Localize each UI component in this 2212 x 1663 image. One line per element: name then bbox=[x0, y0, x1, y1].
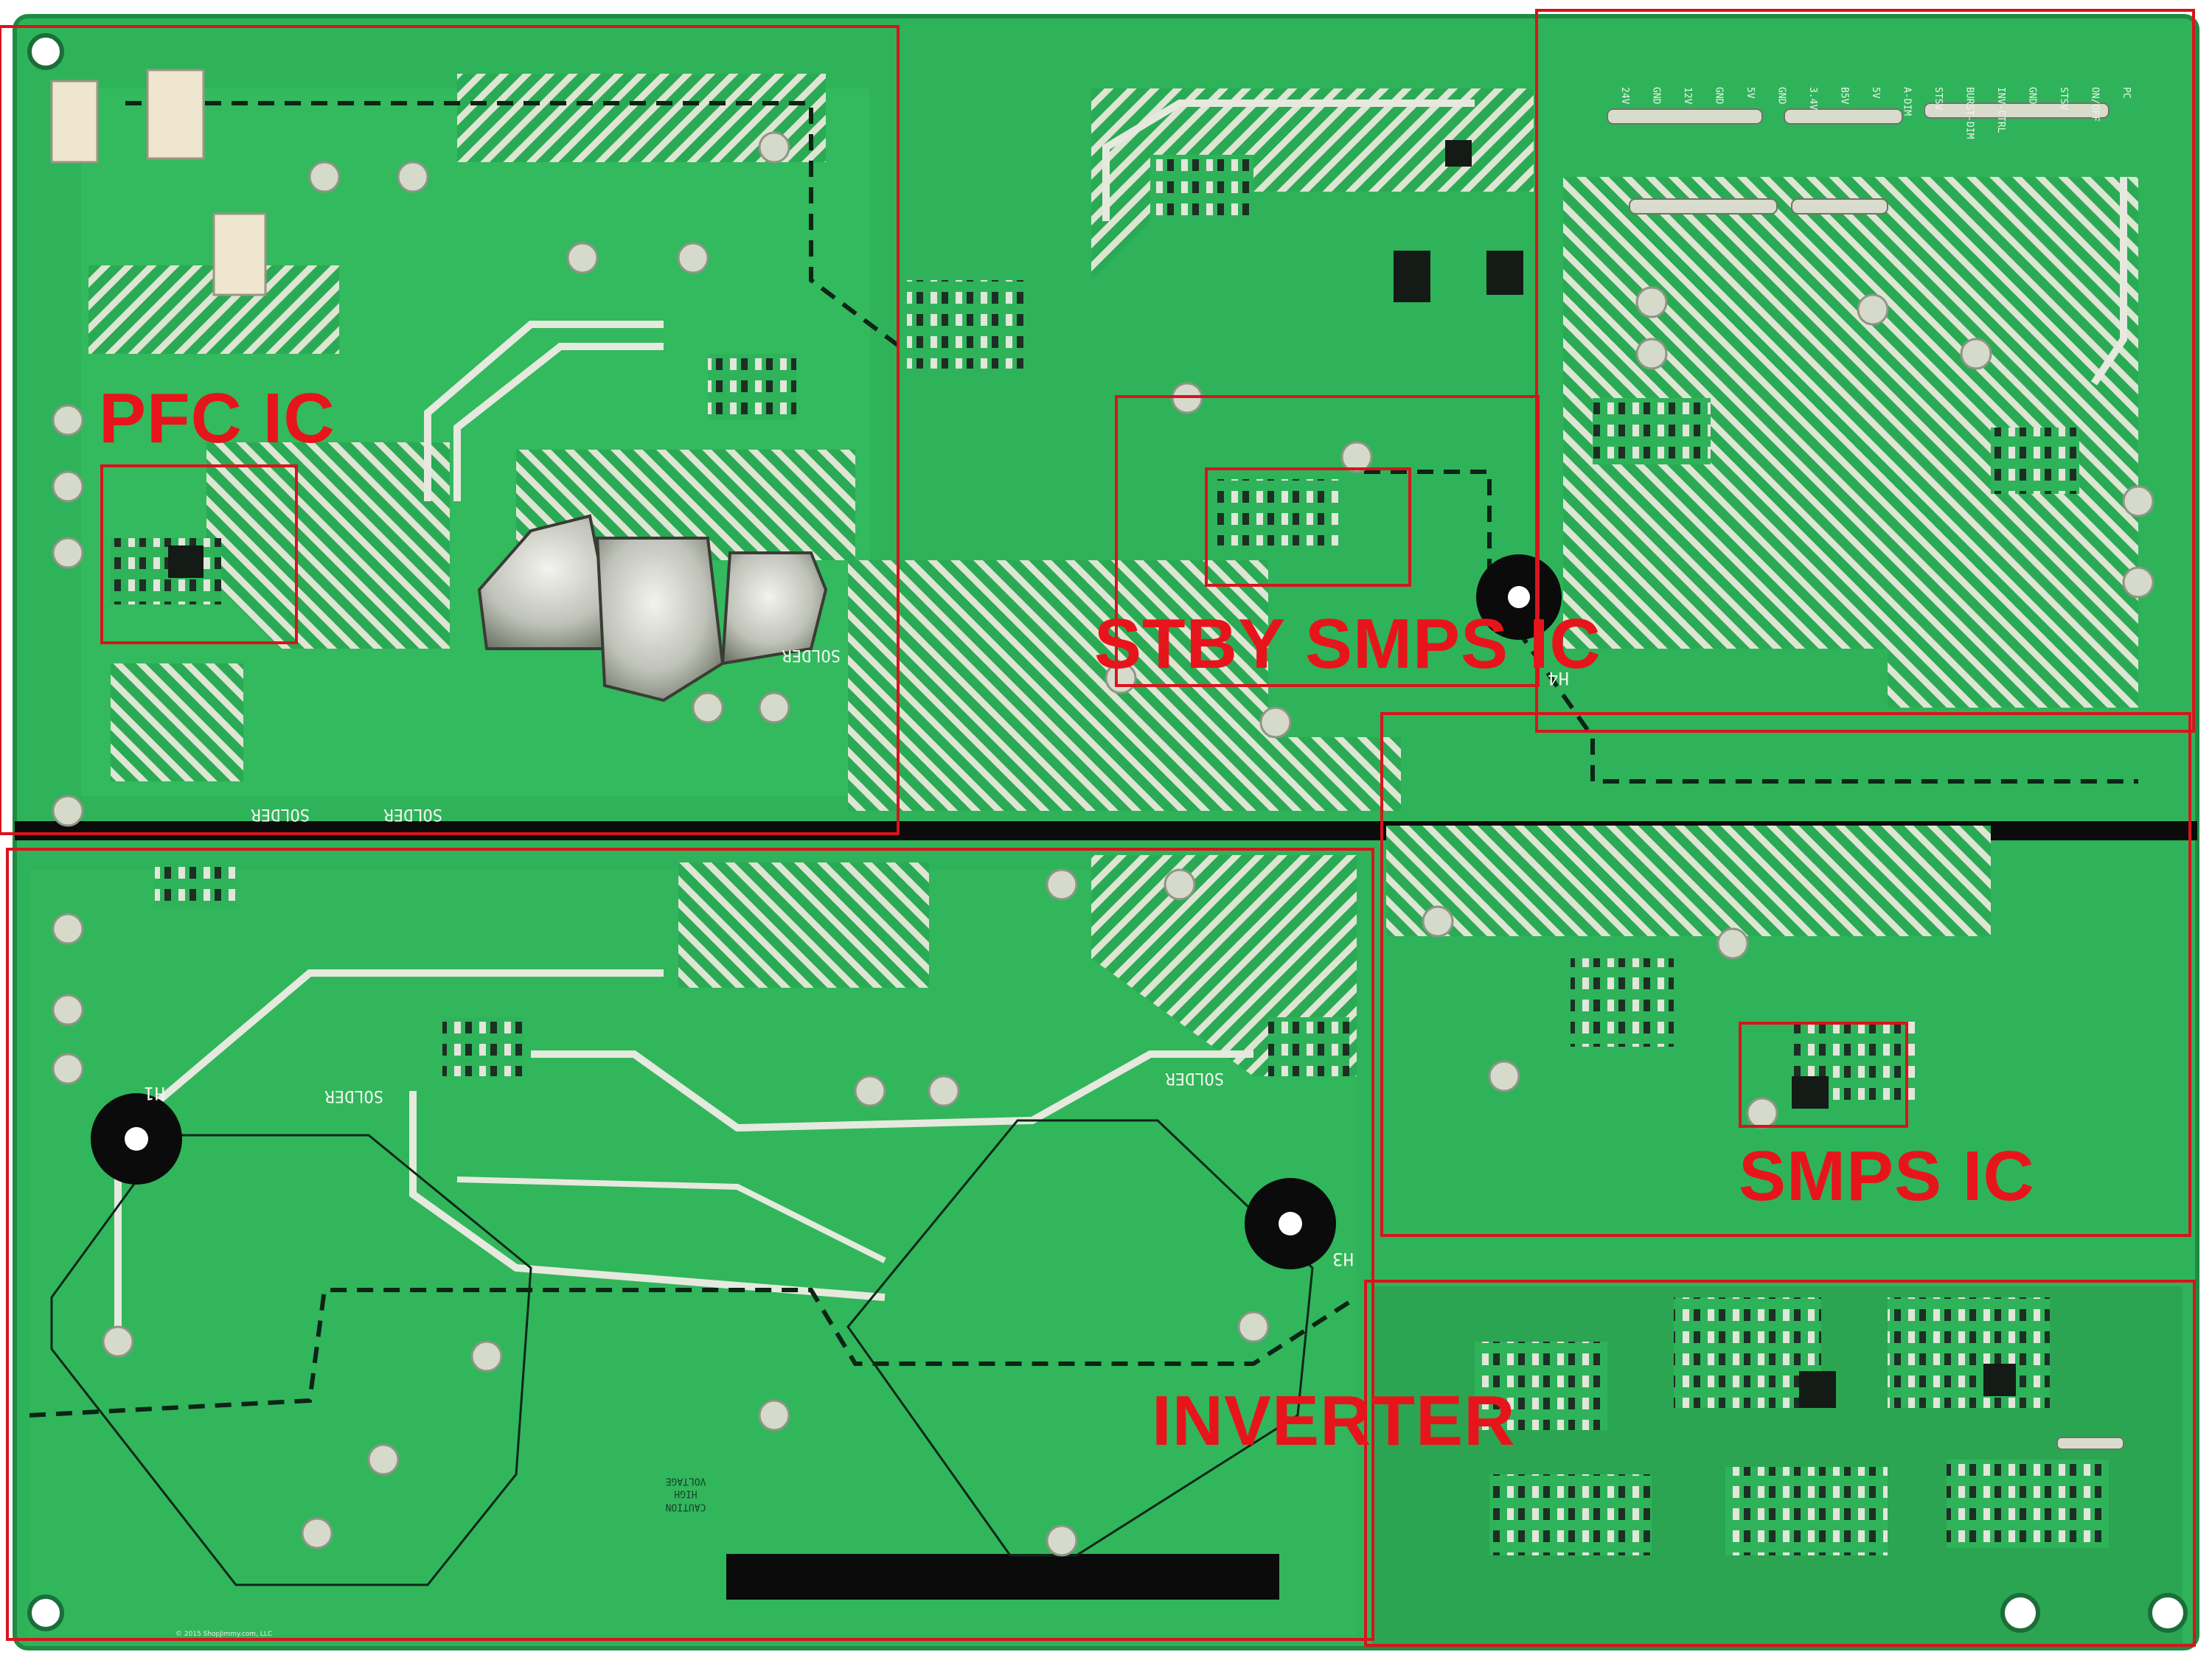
solder-mark: SOLDER bbox=[251, 805, 310, 823]
caution-line-1: CAUTION bbox=[665, 1501, 706, 1513]
dashed-boundary-2 bbox=[1364, 470, 2138, 784]
transformer-outline-left bbox=[50, 1134, 532, 1586]
hole-label: H3 bbox=[1332, 1249, 1354, 1269]
trace-lower-3 bbox=[531, 1050, 1253, 1132]
lower-left-region-box bbox=[6, 848, 1374, 1641]
trace-upper-1 bbox=[424, 321, 664, 501]
heatsink-blob-3 bbox=[720, 551, 828, 666]
trace-upper-3 bbox=[1102, 100, 1475, 221]
pfc-ic-box bbox=[100, 464, 298, 644]
solder-mark: SOLDER bbox=[324, 1087, 383, 1105]
solder-mark: SOLDER bbox=[1165, 1069, 1224, 1087]
stby-ic-box bbox=[1205, 467, 1411, 587]
caution-line-3: VOLTAGE bbox=[665, 1475, 706, 1487]
hole-label: H4 bbox=[1548, 668, 1569, 688]
inverter-region-box bbox=[1364, 1280, 2196, 1647]
connector-headers bbox=[1607, 102, 2124, 1450]
heatsink-blob-2 bbox=[595, 537, 725, 702]
hatch-area-center bbox=[516, 450, 855, 560]
dashed-boundary-3 bbox=[29, 1288, 1358, 1418]
caution-high-voltage: CAUTION HIGH VOLTAGE bbox=[619, 1474, 752, 1513]
top-right-region-box bbox=[1535, 9, 2195, 733]
trace-lower-4 bbox=[456, 1176, 886, 1263]
transformer-outline-right bbox=[846, 1119, 1314, 1557]
ground-plane-bottom bbox=[29, 870, 1357, 1636]
hole-label: H1 bbox=[144, 1083, 165, 1104]
smps-ic-box bbox=[1739, 1022, 1908, 1128]
inverter-label: INVERTER bbox=[1152, 1381, 1516, 1460]
hatch-area-smps bbox=[1386, 826, 1991, 936]
hatch-area-left-low bbox=[111, 663, 243, 781]
caution-line-2: HIGH bbox=[674, 1488, 698, 1500]
trace-upper-2 bbox=[453, 343, 664, 501]
mounting-holes bbox=[27, 33, 2188, 1633]
solder-mark: SOLDER bbox=[782, 646, 841, 664]
input-connectors bbox=[50, 69, 267, 296]
solder-mark: SOLDER bbox=[383, 805, 442, 823]
trace-right-1 bbox=[2090, 177, 2127, 386]
copyright-note: © 2015 ShopJimmy.com, LLC bbox=[175, 1631, 273, 1638]
hatch-area-pfc bbox=[206, 442, 450, 649]
pfc-region-box bbox=[0, 25, 900, 835]
silkscreen-text: SOLDER SOLDER SOLDER SOLDER SOLDER H1 H3… bbox=[144, 646, 1569, 1269]
bottom-slot bbox=[726, 1554, 1279, 1600]
hatch-area-pfc-top bbox=[88, 265, 339, 354]
hatch-area-right bbox=[1563, 177, 2138, 708]
trace-lower-1 bbox=[114, 969, 664, 1342]
smps-region-box bbox=[1380, 712, 2191, 1237]
hatch-area-lower-left bbox=[678, 862, 929, 988]
highlight-boxes bbox=[0, 9, 2196, 1647]
trace-lower-2 bbox=[409, 1091, 886, 1301]
smps-ic-label: SMPS IC bbox=[1739, 1137, 2035, 1216]
dashed-boundary-1 bbox=[125, 101, 901, 349]
through-hole-pads bbox=[52, 131, 2154, 1557]
pfc-ic-label: PFC IC bbox=[99, 379, 335, 458]
hatch-area-upper-mid bbox=[457, 74, 826, 162]
hatch-area-top-right bbox=[1091, 88, 1534, 280]
ic-chips bbox=[168, 140, 2016, 1408]
stby-smps-ic-label: STBY SMPS IC bbox=[1094, 604, 1601, 683]
